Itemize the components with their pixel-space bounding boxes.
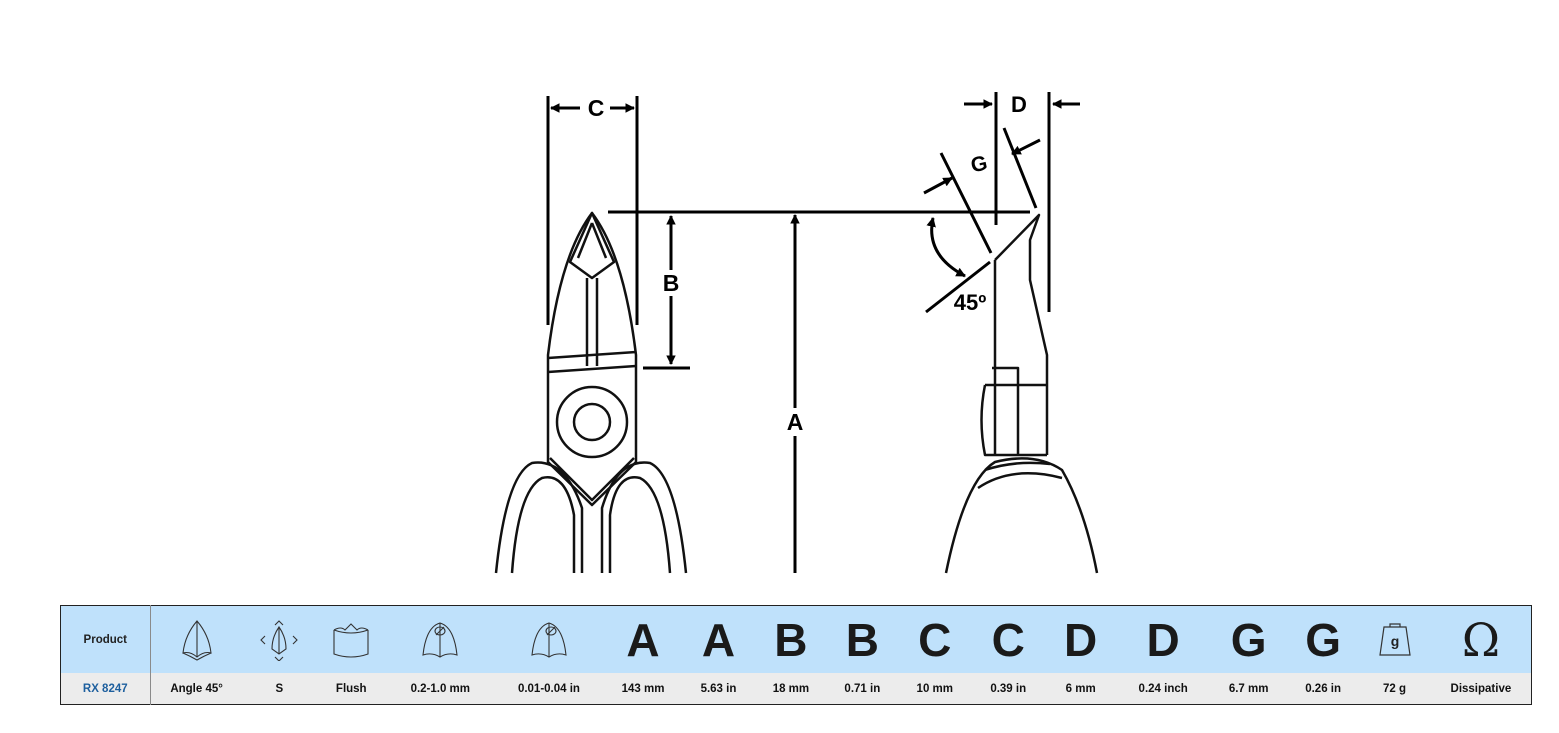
label-b: B [663, 270, 680, 296]
cut-value: Flush [316, 673, 387, 705]
b-in-value: 0.71 in [827, 673, 898, 705]
dimension-labels: A B C D G 45º [588, 92, 1027, 436]
a-mm-value: 143 mm [603, 673, 683, 705]
cutter-head-icon [180, 619, 214, 661]
capacity-mm-value: 0.2-1.0 mm [386, 673, 495, 705]
weight-icon: g [1376, 621, 1414, 659]
edge-value: S [242, 673, 317, 705]
dimension-d-in-header: D [1146, 613, 1180, 666]
copper-wire-capacity-icon [420, 619, 460, 661]
flush-cut-icon [331, 620, 371, 660]
d-mm-value: 6 mm [1044, 673, 1117, 705]
dimension-arrows [550, 99, 1080, 573]
dimension-b-mm-header: B [774, 613, 808, 666]
g-in-value: 0.26 in [1287, 673, 1359, 705]
dimension-b-in-header: B [845, 613, 879, 666]
a-in-value: 5.63 in [682, 673, 755, 705]
c-mm-value: 10 mm [897, 673, 972, 705]
esd-omega-icon: Ω [1461, 612, 1500, 667]
product-code[interactable]: RX 8247 [60, 673, 151, 705]
dimension-c-mm-header: C [918, 613, 952, 666]
dimension-c-in-header: C [991, 613, 1025, 666]
cutting-edge-icon [258, 619, 300, 661]
g-mm-value: 6.7 mm [1209, 673, 1288, 705]
head-type-value: Angle 45° [150, 673, 243, 705]
dimension-a-in-header: A [701, 613, 736, 666]
esd-value: Dissipative [1430, 673, 1532, 705]
label-g: G [969, 152, 990, 178]
label-angle: 45º [954, 290, 987, 315]
table-row: RX 8247 Angle 45° S Flush 0.2-1.0 mm 0.0… [60, 673, 1532, 705]
dimension-g-in-header: G [1305, 613, 1341, 666]
label-c: C [588, 95, 605, 121]
dimension-diagram: A B C D G 45º [494, 92, 1099, 574]
dimension-a-mm-header: A [626, 613, 660, 666]
dimension-g-mm-header: G [1230, 613, 1267, 666]
dimension-d-mm-header: D [1064, 613, 1098, 666]
spec-header-row: Product [60, 605, 1532, 673]
spec-table: Product [60, 605, 1532, 705]
cutter-front-view [494, 211, 688, 574]
cutter-side-view [944, 213, 1099, 574]
weight-value: 72 g [1358, 673, 1431, 705]
dimension-lines [546, 92, 1051, 370]
product-header: Product [60, 605, 151, 673]
b-mm-value: 18 mm [754, 673, 828, 705]
label-d: D [1011, 92, 1027, 117]
capacity-in-value: 0.01-0.04 in [494, 673, 604, 705]
svg-text:g: g [1390, 633, 1399, 649]
wire-capacity-inch-icon [529, 619, 569, 661]
label-a: A [787, 409, 804, 435]
d-in-value: 0.24 inch [1116, 673, 1210, 705]
c-in-value: 0.39 in [972, 673, 1045, 705]
